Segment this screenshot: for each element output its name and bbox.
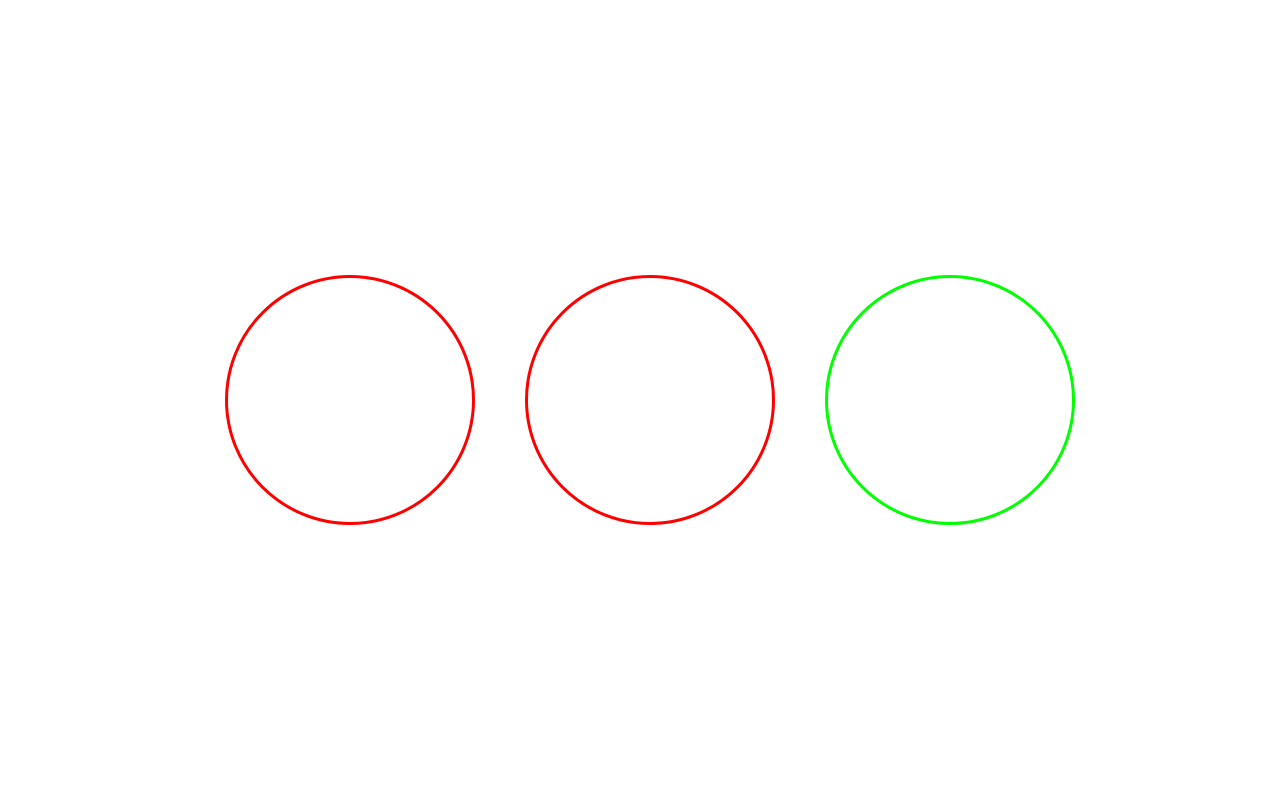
green-circle[interactable]: [825, 275, 1075, 525]
red-circle-2[interactable]: [525, 275, 775, 525]
red-circle-1[interactable]: [225, 275, 475, 525]
circle-row: [225, 275, 1075, 525]
